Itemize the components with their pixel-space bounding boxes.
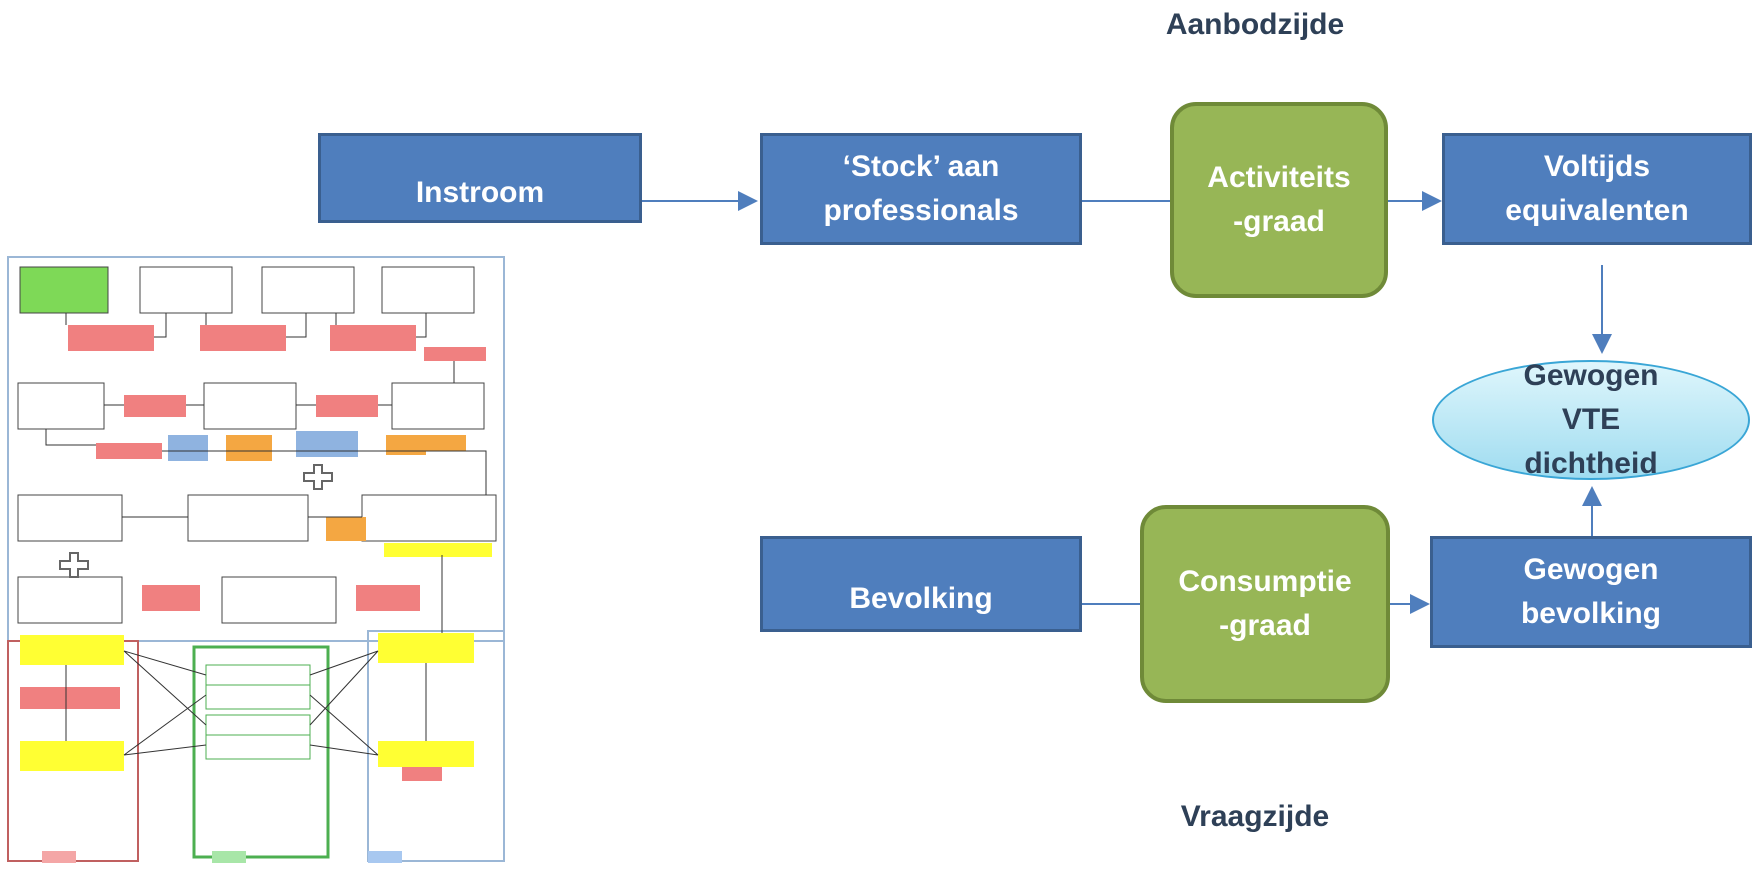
- stock-box: ‘Stock’ aan professionals: [760, 133, 1082, 245]
- vraagzijde-label: Vraagzijde: [1180, 800, 1330, 833]
- instroom-label: Instroom: [415, 176, 545, 209]
- activiteitsgraad-box: Activiteits -graad: [1170, 102, 1388, 298]
- aanbodzijde-label: Aanbodzijde: [1165, 8, 1345, 41]
- instroom-box: Instroom: [318, 133, 642, 223]
- bevolking-label: Bevolking: [849, 582, 993, 615]
- voltijds-equivalenten-box: Voltijds equivalenten: [1442, 133, 1752, 245]
- bevolking-box: Bevolking: [760, 536, 1082, 632]
- gewogen-bevolking-box: Gewogen bevolking: [1430, 536, 1752, 648]
- consumptiegraad-box: Consumptie -graad: [1140, 505, 1390, 703]
- gewogen-vte-dichtheid-ellipse: Gewogen VTE dichtheid: [1432, 359, 1750, 480]
- complex-flow-diagram-thumbnail: [6, 255, 508, 867]
